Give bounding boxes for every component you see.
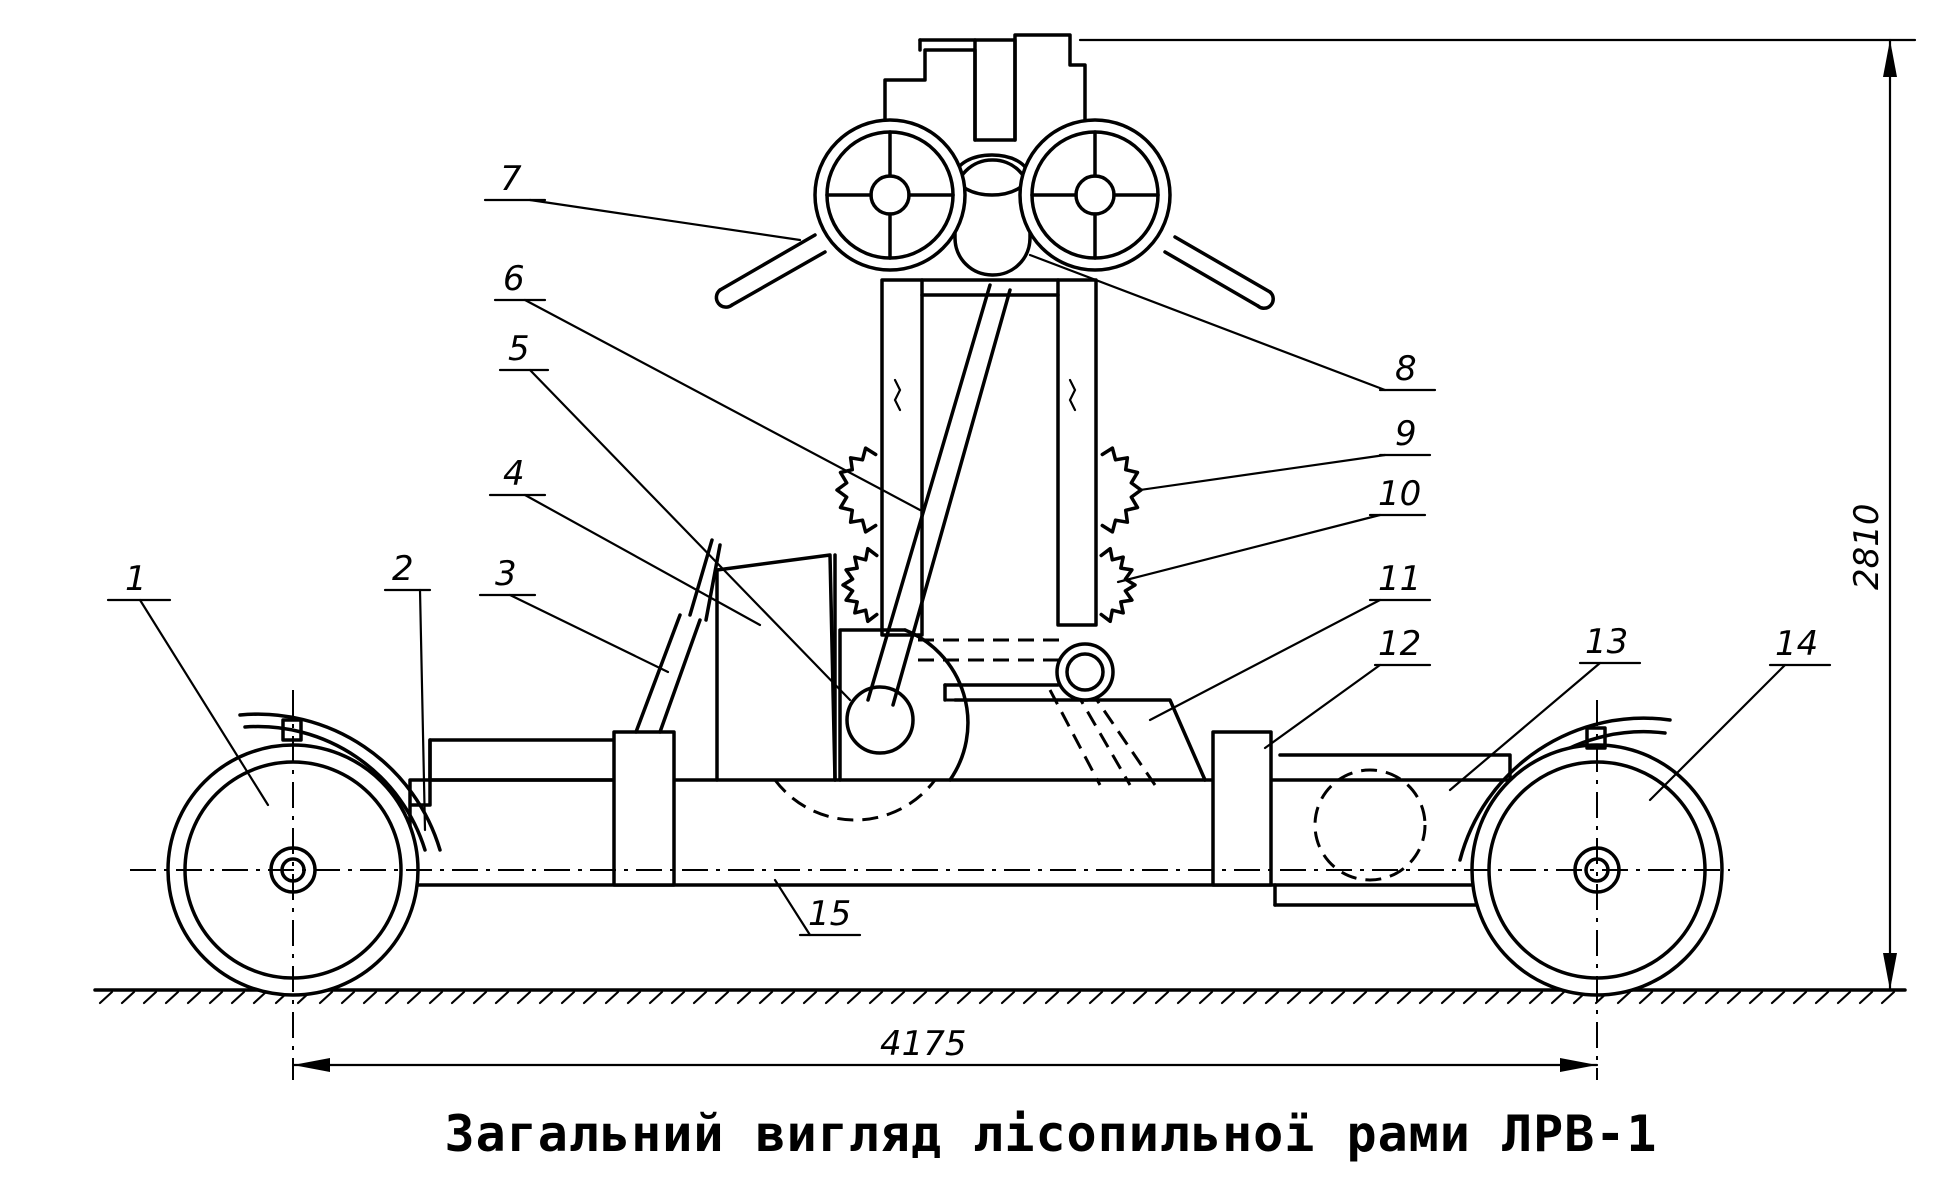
callout-10: 10	[1378, 474, 1421, 514]
callout-13: 13	[1585, 622, 1628, 662]
callout-9: 9	[1395, 414, 1417, 454]
drawing-caption: Загальний вигляд лісопильної рами ЛРВ-1	[444, 1105, 1658, 1163]
lever	[634, 538, 722, 734]
center-lines	[130, 690, 1730, 1080]
front-wheel	[166, 712, 442, 997]
dimension-height: 2810	[1078, 38, 1917, 992]
ground	[93, 988, 1907, 1005]
engine-hidden	[1313, 768, 1427, 882]
rear-wheel	[1458, 716, 1724, 997]
callout-15: 15	[808, 894, 851, 934]
callout-12: 12	[1378, 624, 1421, 664]
saw-frame	[880, 278, 1098, 702]
dimension-wheelbase: 4175	[291, 1024, 1599, 1072]
callout-2: 2	[392, 549, 414, 589]
callout-4: 4	[503, 454, 525, 494]
chassis-frame	[408, 553, 1532, 907]
callout-6: 6	[503, 259, 525, 299]
callout-7: 7	[500, 159, 522, 199]
callout-3: 3	[495, 554, 517, 594]
dimension-wheelbase-label: 4175	[880, 1024, 967, 1064]
top-mechanism	[714, 33, 1275, 310]
callout-5: 5	[508, 329, 530, 369]
callout-14: 14	[1775, 624, 1818, 664]
callout-1: 1	[125, 559, 147, 599]
leader-lines	[106, 198, 1832, 937]
callout-labels: 1 2 3 4 5 6 7 8 9 10 11 12 13 14 15	[125, 159, 1818, 934]
belt-drive	[918, 638, 1157, 786]
drive-pulley	[773, 628, 970, 822]
callout-11: 11	[1378, 559, 1421, 599]
dimension-height-label: 2810	[1847, 503, 1887, 590]
callout-8: 8	[1395, 349, 1417, 389]
connecting-rod	[866, 283, 1012, 707]
